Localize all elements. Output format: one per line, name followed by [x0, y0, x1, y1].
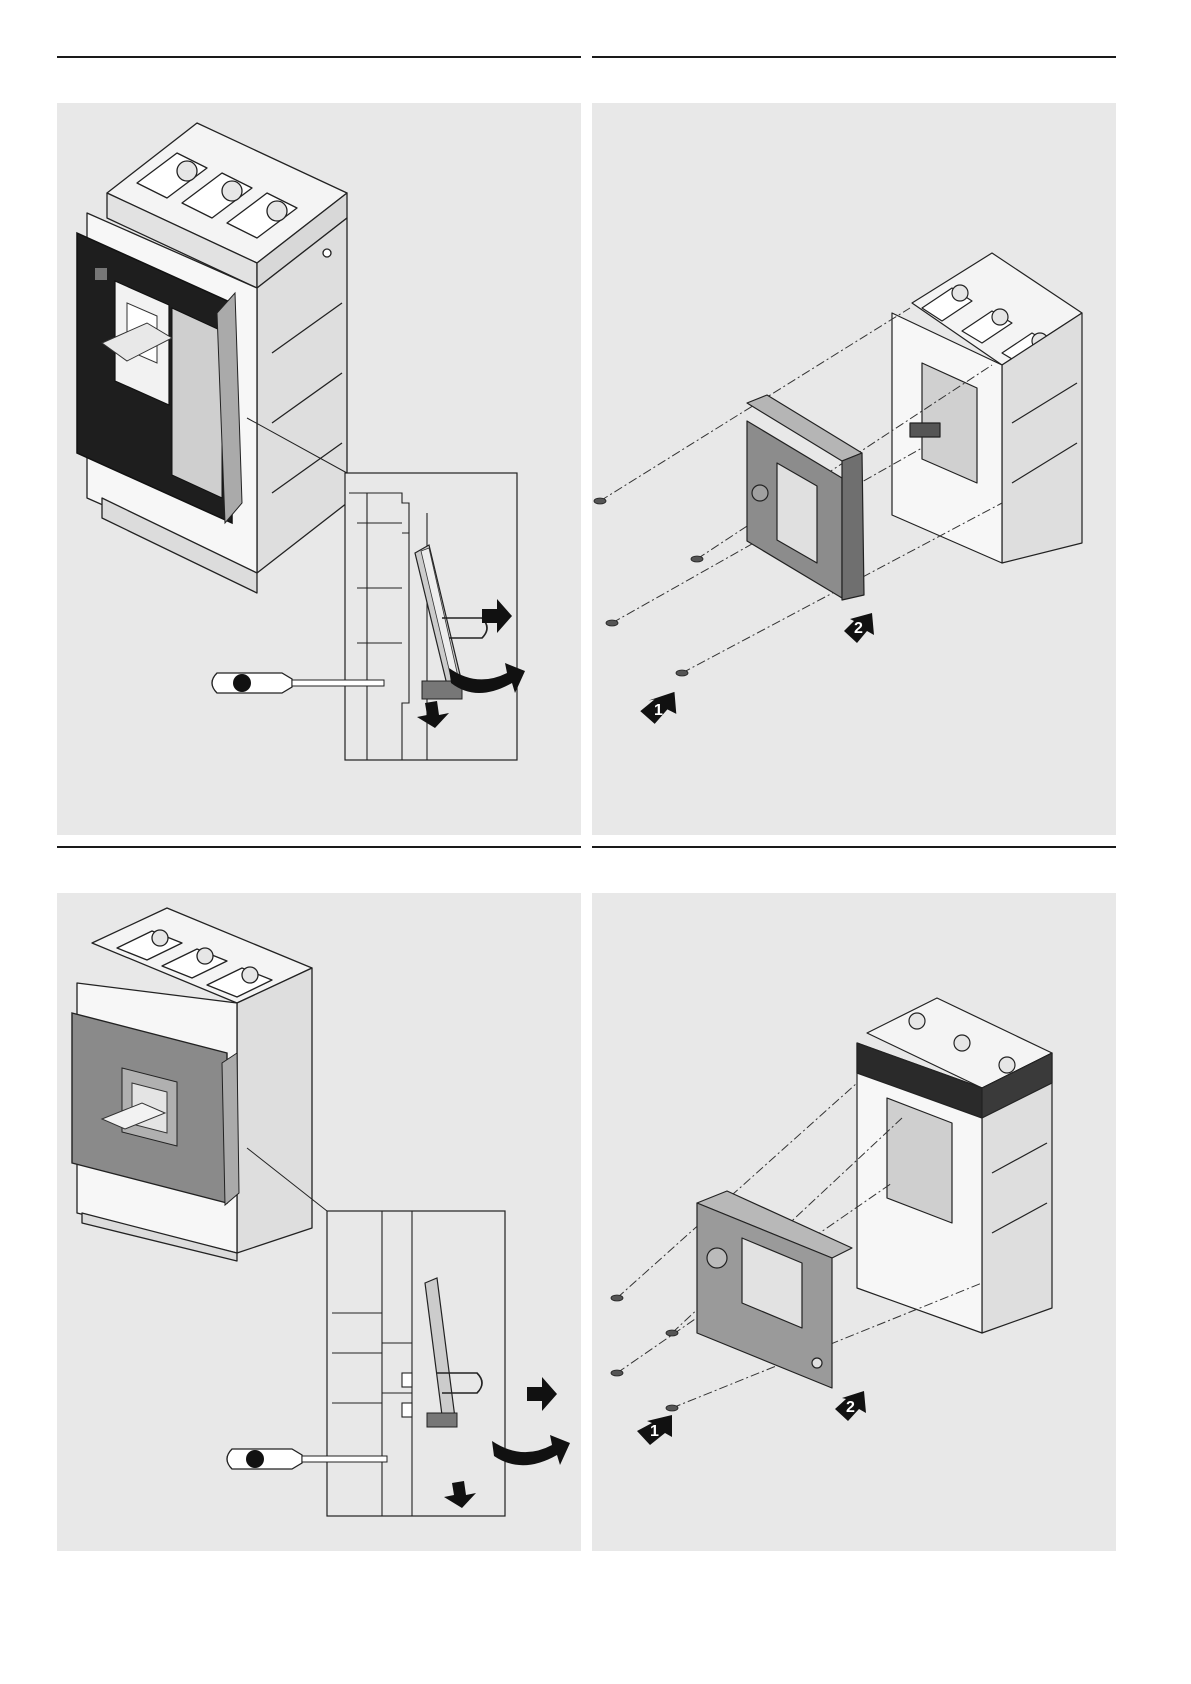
removal-arrow-icon: 1	[638, 692, 679, 726]
panel-cover-removal-dark	[57, 103, 581, 835]
mounting-plate	[747, 395, 864, 600]
illustration-exploded-bottom: 1 2	[592, 893, 1116, 1551]
illustration-breaker-grey-cover	[57, 893, 581, 1551]
push-arrow-icon	[527, 1377, 557, 1411]
middle-rule-left	[57, 846, 581, 848]
removal-arrow-icon: 2	[835, 1391, 866, 1421]
step-1-label: 1	[650, 1423, 659, 1440]
screw-icon	[594, 498, 703, 676]
panel-cover-removal-grey	[57, 893, 581, 1551]
illustration-breaker-dark-cover	[57, 103, 581, 835]
middle-rule-right	[592, 846, 1116, 848]
top-rule-right	[592, 56, 1116, 58]
detail-inset	[327, 1211, 505, 1516]
removal-arrow-icon: 1	[637, 1415, 672, 1445]
panel-exploded-plate-bottom: 1 2	[592, 893, 1116, 1551]
panel-exploded-plate-top: 1 2	[592, 103, 1116, 835]
illustration-exploded-top: 1 2	[592, 103, 1116, 835]
step-2-label: 2	[846, 1399, 855, 1416]
top-rule-left	[57, 56, 581, 58]
removal-arrow-icon: 2	[844, 613, 874, 643]
step-2-label: 2	[854, 620, 863, 637]
mounting-plate	[697, 1191, 852, 1388]
step-1-label: 1	[654, 702, 663, 719]
screw-icon	[611, 1295, 678, 1411]
